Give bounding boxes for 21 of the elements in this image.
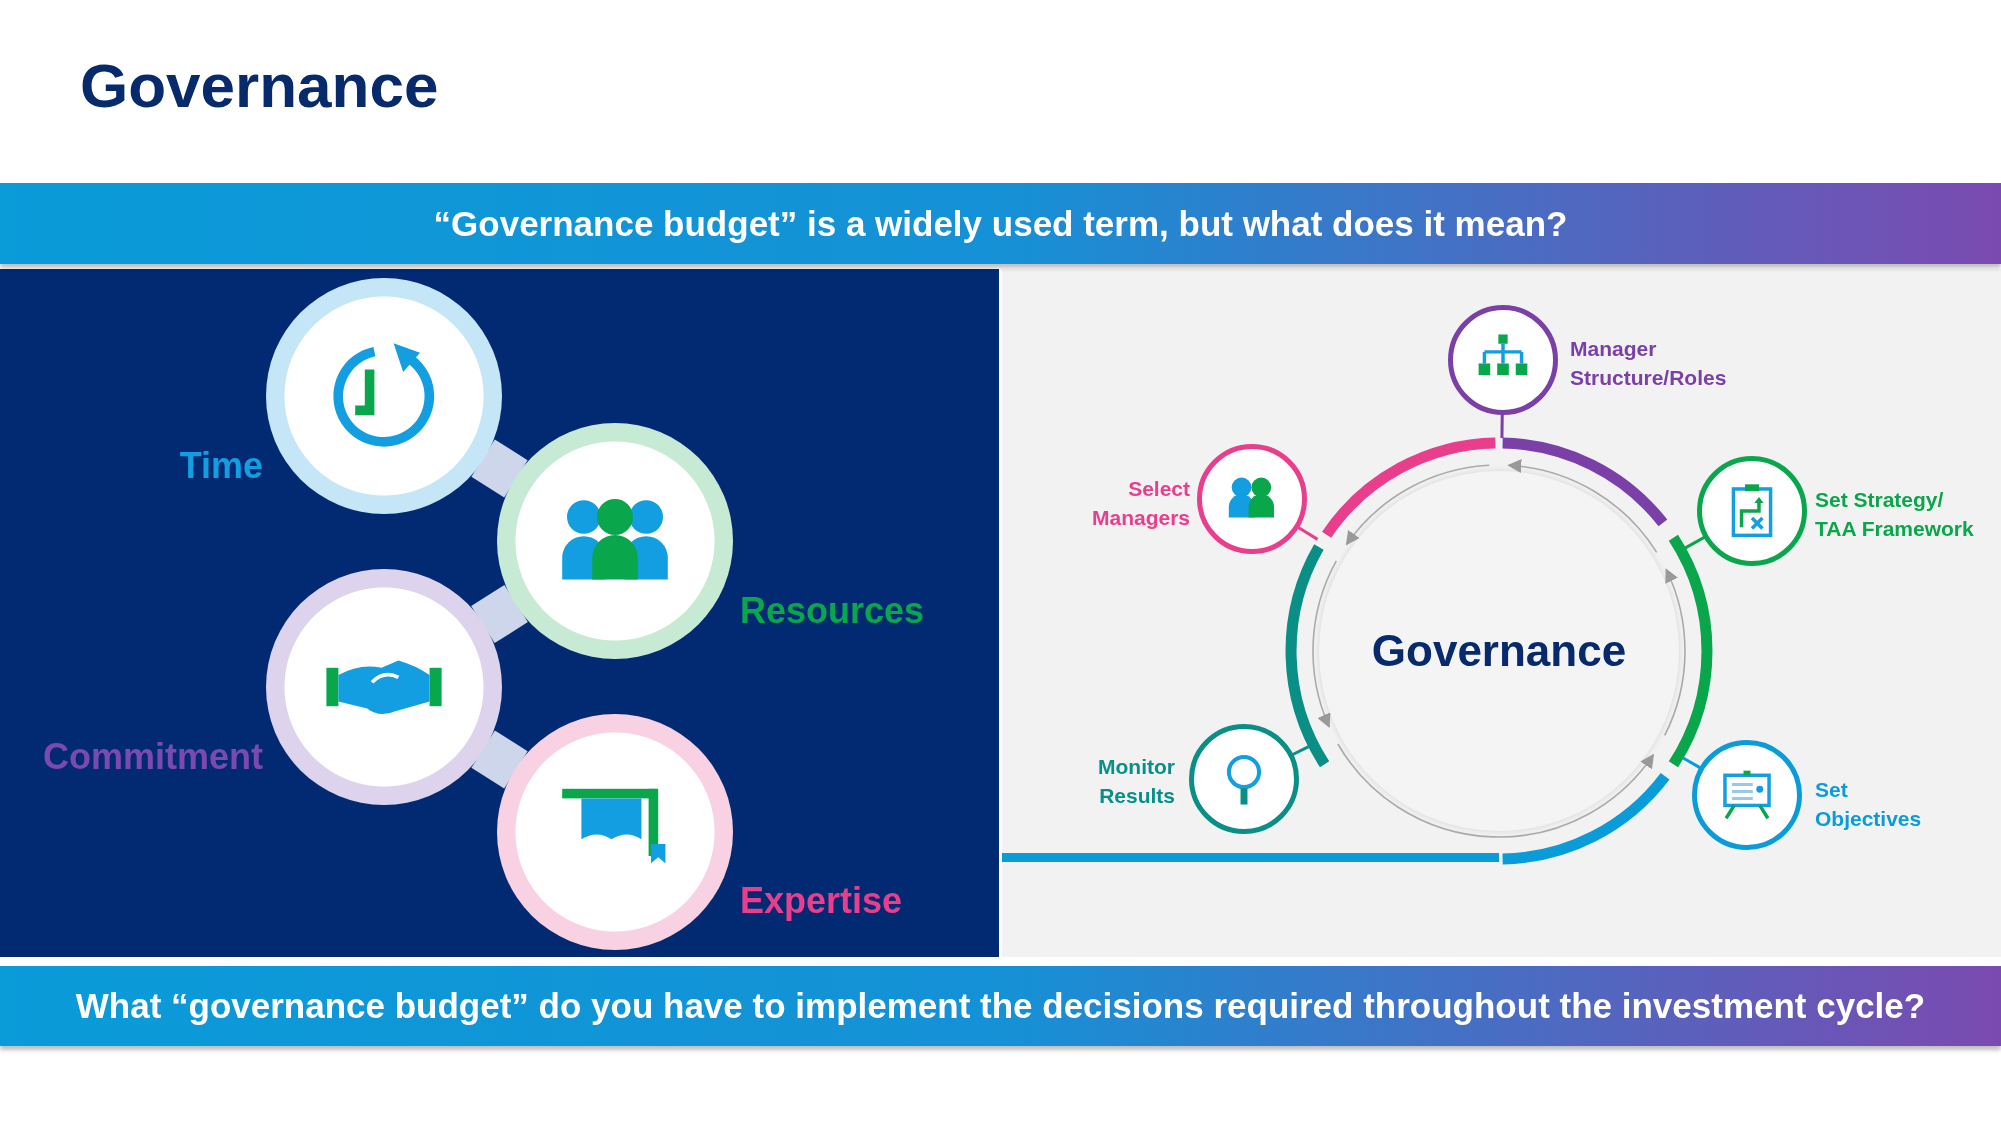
step-label: Time bbox=[178, 444, 263, 488]
connector-band bbox=[471, 439, 528, 498]
banner-text: What “governance budget” do you have to implement the decisions required throughout the investment cycle? bbox=[0, 966, 2001, 1046]
connector-line bbox=[1682, 756, 1702, 770]
step-label: Set Strategy/ TAA Framework bbox=[1815, 486, 1975, 542]
connector-band bbox=[471, 584, 528, 644]
step-label: Set Objectives bbox=[1815, 776, 1923, 832]
connector-line bbox=[1684, 535, 1706, 550]
step-label: Manager Structure/Roles bbox=[1570, 335, 1728, 391]
step-label: Expertise bbox=[740, 879, 904, 923]
connector-band bbox=[471, 730, 528, 789]
step-label: Select Managers bbox=[1090, 475, 1190, 531]
banner-text: “Governance budget” is a widely used term, but what does it mean? bbox=[0, 183, 2001, 264]
step-label: Commitment bbox=[42, 735, 263, 779]
step-label: Resources bbox=[740, 589, 926, 633]
connector-line bbox=[1297, 526, 1319, 541]
page-title: Governance bbox=[80, 50, 439, 121]
connector-line bbox=[1291, 745, 1310, 757]
center-title: Governance bbox=[1371, 626, 1627, 676]
connector-line bbox=[1500, 413, 1504, 439]
step-label: Monitor Results bbox=[1097, 753, 1175, 809]
